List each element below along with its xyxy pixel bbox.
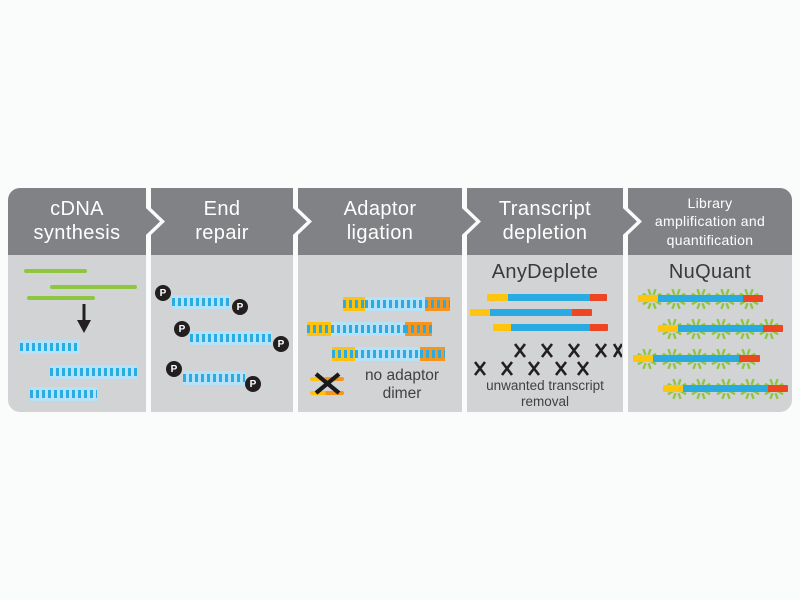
x-mark-icon xyxy=(314,372,341,395)
panel-adaptor-ligation: no adaptor dimer xyxy=(298,255,462,412)
double-stranded-cdna xyxy=(50,365,137,379)
library-fragment xyxy=(487,294,607,301)
step-header-end-repair: End repair xyxy=(151,188,307,255)
library-fragment xyxy=(470,309,592,316)
x-mark-icon xyxy=(473,361,590,376)
depleted-transcript-row xyxy=(471,361,597,376)
double-stranded-cdna xyxy=(172,295,230,309)
panel-transcript-depletion: AnyDeplete xyxy=(467,255,623,412)
library-fragment xyxy=(493,324,608,331)
unwanted-transcript-removal-label: unwanted transcript removal xyxy=(486,378,604,410)
adapted-fragment xyxy=(343,297,450,311)
panel-cdna-synthesis xyxy=(8,255,146,412)
phosphate-icon: P xyxy=(245,376,261,392)
quantified-fragment-row xyxy=(633,346,760,372)
adaptor-dimer-strand xyxy=(310,391,344,395)
nuquant-title: NuQuant xyxy=(668,261,752,283)
adapted-fragment xyxy=(307,322,432,336)
panel-end-repair: P P P P P P xyxy=(151,255,293,412)
depleted-transcript-row xyxy=(499,343,622,358)
quantified-fragment-row xyxy=(663,376,788,402)
library-fragment xyxy=(633,355,760,362)
phosphate-icon: P xyxy=(232,299,248,315)
arrow-down-icon xyxy=(77,304,91,333)
x-mark-icon xyxy=(513,343,622,358)
step-header-library-amplification: Library amplification and quantification xyxy=(628,188,792,255)
phosphate-icon: P xyxy=(155,285,171,301)
library-fragment xyxy=(658,325,783,332)
step-header-adaptor-ligation: Adaptor ligation xyxy=(298,188,476,255)
quantified-fragment-row xyxy=(658,316,783,342)
double-stranded-cdna xyxy=(190,331,272,345)
step-header-cdna-synthesis: cDNA synthesis xyxy=(8,188,160,255)
double-stranded-cdna xyxy=(30,387,97,401)
adapted-fragment xyxy=(332,347,445,361)
panel-library-amplification: NuQuant xyxy=(628,255,792,412)
quantified-fragment-row xyxy=(638,286,763,312)
anydeplete-title: AnyDeplete xyxy=(491,261,599,283)
step-header-transcript-depletion: Transcript depletion xyxy=(467,188,637,255)
rna-strand xyxy=(27,296,95,300)
double-stranded-cdna xyxy=(183,371,245,385)
no-adaptor-dimer-label: no adaptor dimer xyxy=(364,367,440,402)
rna-strand xyxy=(50,285,137,289)
rna-strand xyxy=(24,269,87,273)
phosphate-icon: P xyxy=(174,321,190,337)
phosphate-icon: P xyxy=(166,361,182,377)
adaptor-dimer-strand xyxy=(310,377,344,381)
library-fragment xyxy=(663,385,788,392)
double-stranded-cdna xyxy=(20,340,80,354)
library-fragment xyxy=(638,295,763,302)
phosphate-icon: P xyxy=(273,336,289,352)
